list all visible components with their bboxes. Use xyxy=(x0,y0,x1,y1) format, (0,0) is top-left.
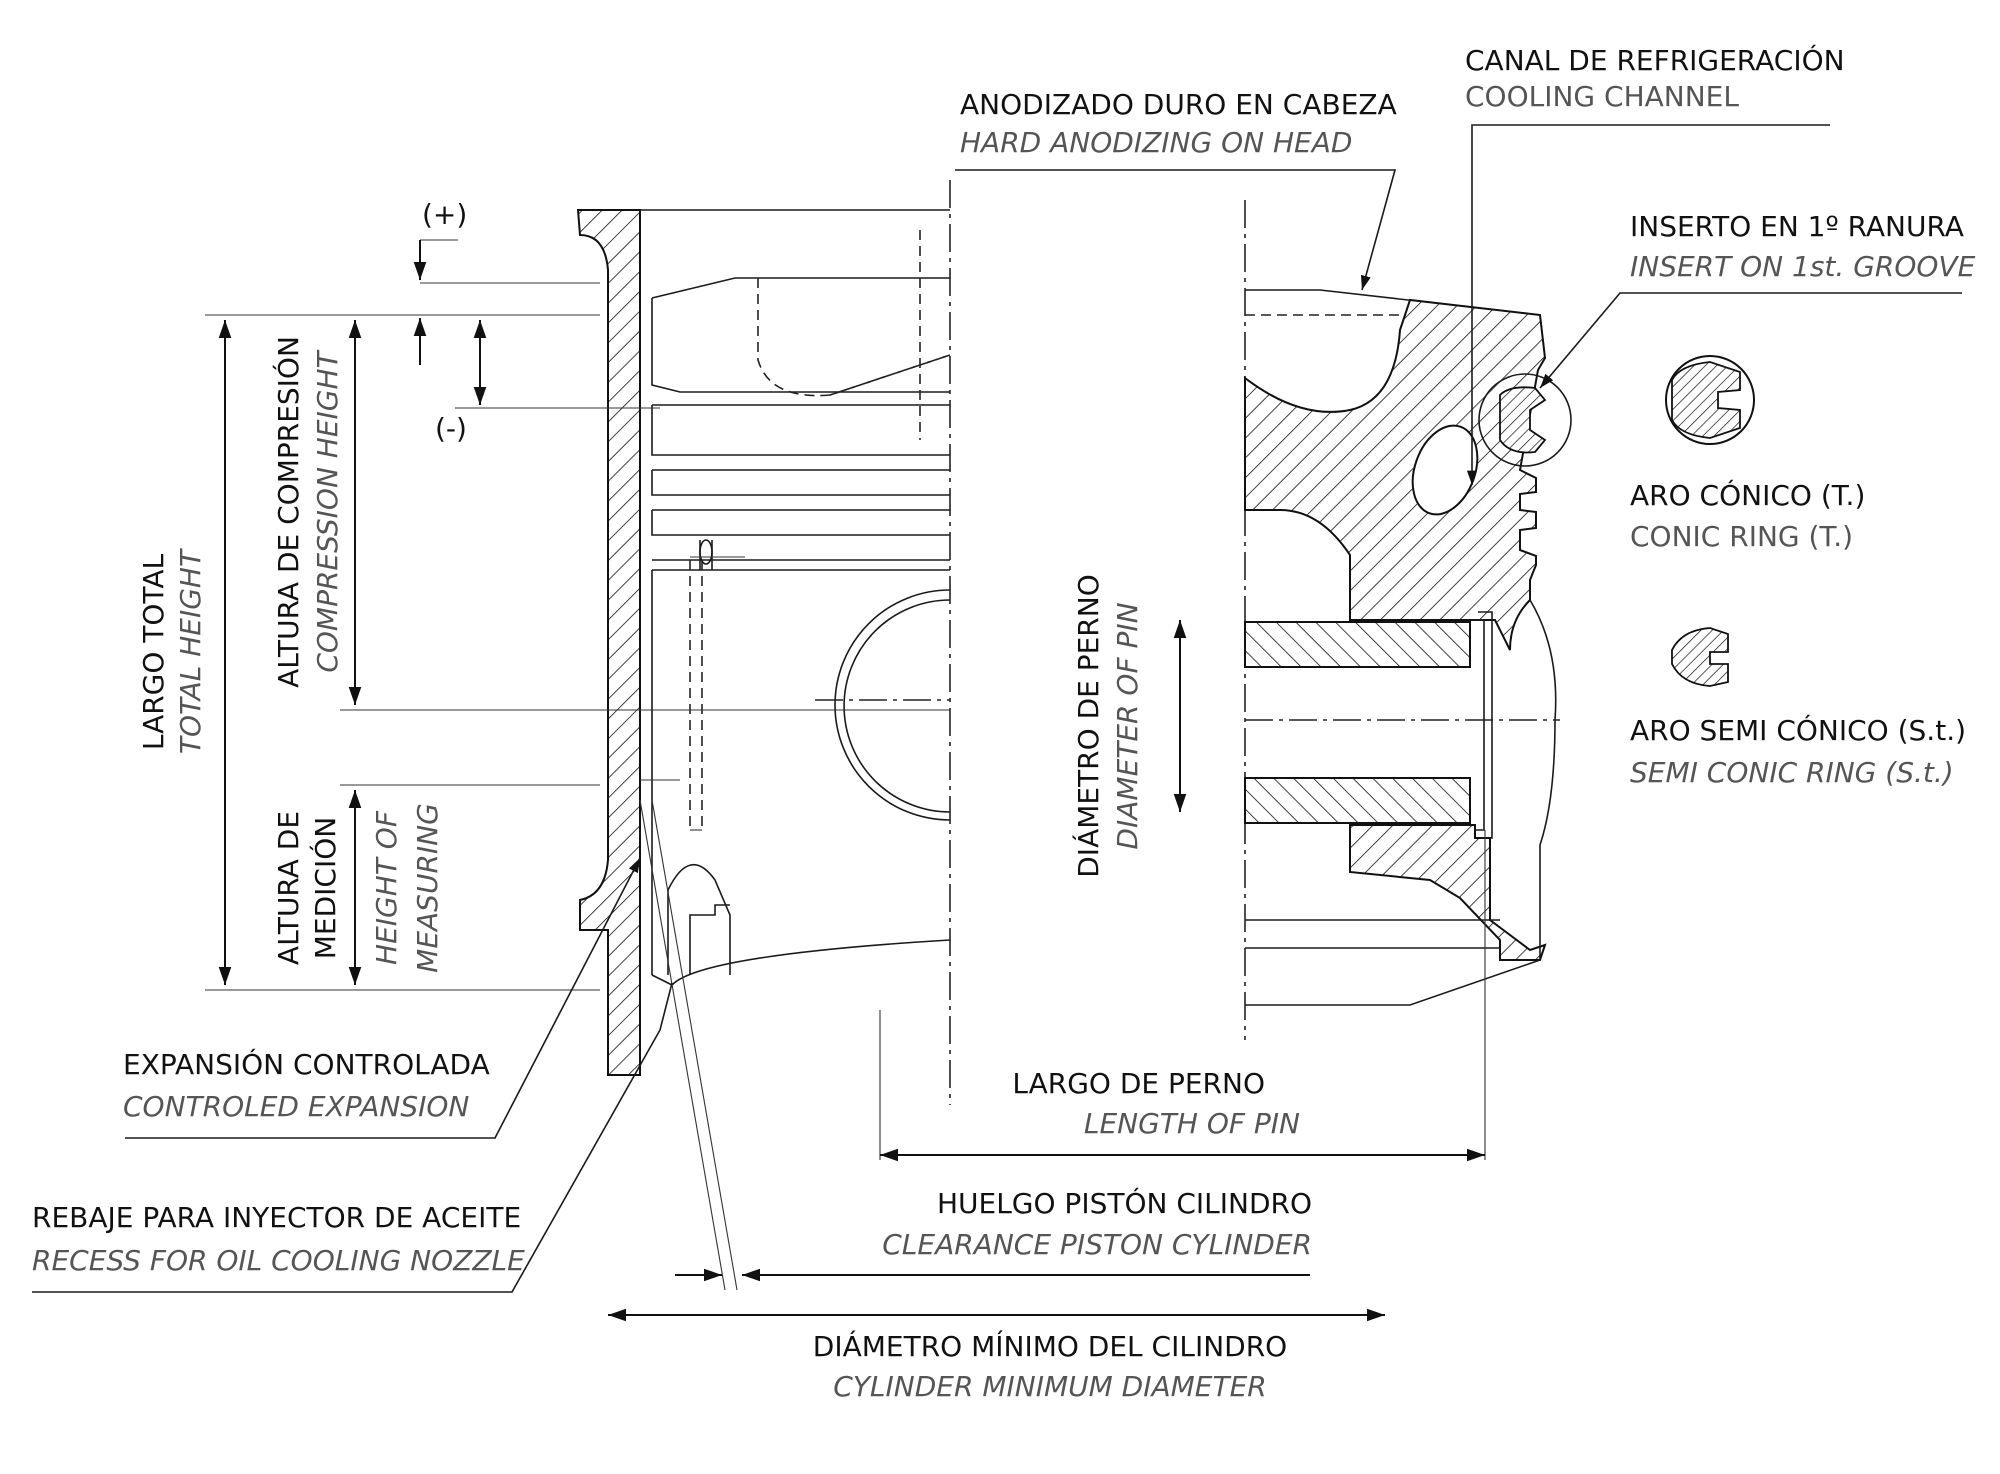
total-height-label: LARGO TOTAL xyxy=(137,553,170,750)
controlled-expansion-label: EXPANSIÓN CONTROLADA xyxy=(123,1047,490,1081)
cooling-channel-label-en: COOLING CHANNEL xyxy=(1465,80,1739,113)
pin-diameter-label-en: DIAMETER OF PIN xyxy=(1111,602,1144,849)
measuring-height-label-en-2: MEASURING xyxy=(411,803,444,973)
pin-diameter-label: DIÁMETRO DE PERNO xyxy=(1071,574,1105,878)
semi-conic-ring-label: ARO SEMI CÓNICO (S.t.) xyxy=(1630,713,1966,747)
pin-length-label-en: LENGTH OF PIN xyxy=(1084,1107,1300,1140)
oil-nozzle-recess-label-en: RECESS FOR OIL COOLING NOZZLE xyxy=(32,1244,525,1277)
insert-groove-label: INSERTO EN 1º RANURA xyxy=(1630,210,1964,243)
clearance-label: HUELGO PISTÓN CILINDRO xyxy=(937,1186,1312,1220)
compression-height-label-en: COMPRESSION HEIGHT xyxy=(311,349,344,672)
hard-anodizing-label: ANODIZADO DURO EN CABEZA xyxy=(960,88,1397,121)
semi-conic-ring-label-en: SEMI CONIC RING (S.t.) xyxy=(1630,756,1954,789)
measuring-height-label-2: MEDICIÓN xyxy=(308,817,342,959)
dimension-lines xyxy=(205,239,1486,1322)
cooling-channel-label: CANAL DE REFRIGERACIÓN xyxy=(1465,43,1845,77)
conic-ring-detail xyxy=(1665,355,1755,445)
insert-groove-label-en: INSERT ON 1st. GROOVE xyxy=(1630,250,1976,283)
piston-left-elevation xyxy=(640,180,951,1105)
compression-height-label: ALTURA DE COMPRESIÓN xyxy=(271,336,305,688)
plus-tolerance-sign: (+) xyxy=(422,198,467,231)
cylinder-wall xyxy=(576,209,641,1076)
semi-conic-ring-detail xyxy=(1671,627,1729,687)
total-height-label-en: TOTAL HEIGHT xyxy=(174,548,207,754)
pin-length-label: LARGO DE PERNO xyxy=(1012,1067,1265,1100)
measuring-height-label-en-1: HEIGHT OF xyxy=(370,810,403,965)
clearance-label-en: CLEARANCE PISTON CYLINDER xyxy=(882,1228,1312,1261)
leader-lines xyxy=(32,124,1962,1293)
cylinder-min-diameter-label-en: CYLINDER MINIMUM DIAMETER xyxy=(833,1370,1266,1403)
cylinder-min-diameter-label: DIÁMETRO MÍNIMO DEL CILINDRO xyxy=(813,1329,1287,1363)
measuring-height-label-1: ALTURA DE xyxy=(272,811,305,965)
text-labels: ANODIZADO DURO EN CABEZA HARD ANODIZING … xyxy=(32,43,1976,1403)
controlled-expansion-label-en: CONTROLED EXPANSION xyxy=(123,1090,469,1123)
conic-ring-label-en: CONIC RING (T.) xyxy=(1630,520,1853,553)
piston-right-section xyxy=(1244,200,1572,1040)
conic-ring-label: ARO CÓNICO (T.) xyxy=(1630,478,1865,512)
oil-nozzle-recess-label: REBAJE PARA INYECTOR DE ACEITE xyxy=(32,1201,521,1234)
minus-tolerance-sign: (-) xyxy=(435,412,467,445)
hard-anodizing-label-en: HARD ANODIZING ON HEAD xyxy=(960,126,1352,159)
